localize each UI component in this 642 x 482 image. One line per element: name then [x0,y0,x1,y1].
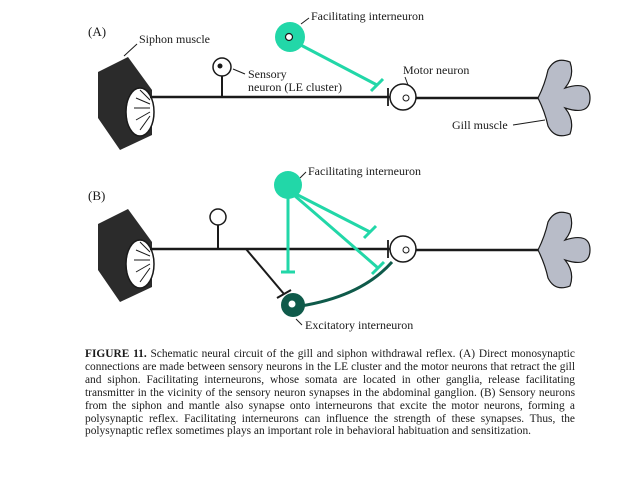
gill-muscle-label: Gill muscle [452,118,508,132]
figure-caption: FIGURE 11. Schematic neural circuit of t… [85,348,575,438]
panel-b-label: (B) [88,188,105,203]
sensory-neuron-b [209,208,227,226]
facilitating-axon-a [294,40,378,87]
caption-title: FIGURE 11. [85,348,147,360]
siphon-muscle-label: Siphon muscle [139,32,210,46]
sensory-branch-b [245,248,285,295]
sensory-label-line1: Sensory [248,67,287,81]
siphon-muscle-a [98,57,155,150]
panel-b: (B) [88,164,591,332]
panel-a-label: (A) [88,24,106,39]
panel-a: (A) Siphon muscle Facilitating [88,9,591,150]
caption-body: Schematic neural circuit of the gill and… [85,348,575,438]
motor-neuron-a [387,83,538,111]
gill-muscle-b [537,211,591,289]
sensory-label-line2: neuron (LE cluster) [248,80,342,94]
siphon-muscle-b [98,209,155,302]
excitatory-axon-b [293,261,394,309]
motor-neuron-b [387,235,538,263]
gill-muscle-a [537,59,591,137]
excitatory-label-b: Excitatory interneuron [305,318,413,332]
facilitating-label-b: Facilitating interneuron [308,164,421,178]
motor-neuron-label: Motor neuron [403,63,469,77]
facilitating-interneuron-b [274,171,386,276]
facilitating-label-a: Facilitating interneuron [311,9,424,23]
